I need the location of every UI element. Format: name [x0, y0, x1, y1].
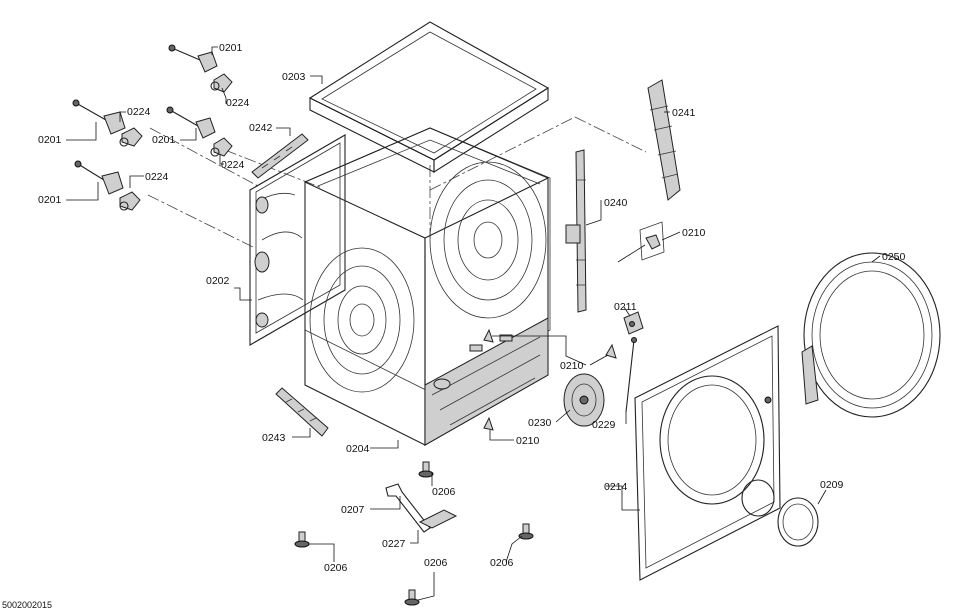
- part-0230-housing[interactable]: [563, 373, 605, 427]
- footer-code: 5002002015: [2, 600, 52, 610]
- label-0243: 0243: [262, 432, 286, 444]
- part-0210-clip-c[interactable]: [483, 328, 494, 343]
- label-0224: 0224: [127, 106, 151, 118]
- label-0224: 0224: [221, 159, 245, 171]
- label-0206: 0206: [490, 557, 514, 569]
- part-0209-cover[interactable]: [777, 497, 819, 547]
- label-0201: 0201: [38, 134, 62, 146]
- label-0206: 0206: [424, 557, 448, 569]
- label-0210: 0210: [560, 360, 584, 372]
- part-0210-clip-d[interactable]: [483, 416, 494, 431]
- part-0204-cabinet[interactable]: [304, 127, 551, 446]
- hinge-group-3[interactable]: [166, 106, 233, 157]
- label-0224: 0224: [145, 171, 169, 183]
- part-0227-plate[interactable]: [418, 509, 458, 529]
- label-0250: 0250: [882, 251, 906, 263]
- label-0229: 0229: [592, 419, 616, 431]
- part-0241-rail[interactable]: [647, 79, 681, 201]
- label-0201: 0201: [219, 42, 243, 54]
- label-0227: 0227: [382, 538, 406, 550]
- label-0214: 0214: [604, 481, 628, 493]
- hinge-group-4[interactable]: [74, 160, 141, 211]
- label-0206: 0206: [324, 562, 348, 574]
- leader-lines: [66, 46, 881, 601]
- label-0204: 0204: [346, 443, 370, 455]
- part-labels: 0201 0224 0203 0224 0201 0201 0224 0242 …: [38, 42, 906, 574]
- part-0202-rear-panel[interactable]: [249, 134, 346, 346]
- label-0224: 0224: [226, 97, 250, 109]
- label-0203: 0203: [282, 71, 306, 83]
- label-0201: 0201: [38, 194, 62, 206]
- part-0243-bracket[interactable]: [275, 387, 329, 437]
- part-0214-front-panel[interactable]: [634, 325, 781, 581]
- part-0207-wrench[interactable]: [385, 483, 431, 533]
- part-0242-bracket[interactable]: [251, 133, 309, 179]
- part-0229-cable[interactable]: [625, 337, 637, 413]
- label-0202: 0202: [206, 275, 230, 287]
- part-0211-lock[interactable]: [623, 311, 644, 335]
- label-0201: 0201: [152, 134, 176, 146]
- part-0203-top-cover[interactable]: [308, 21, 550, 173]
- part-0210-clip-a[interactable]: [617, 221, 665, 263]
- label-0211: 0211: [614, 301, 637, 313]
- label-0230: 0230: [528, 417, 552, 429]
- part-0206-foot-d[interactable]: [404, 589, 420, 606]
- label-0240: 0240: [604, 197, 628, 209]
- hinge-group-1[interactable]: [168, 44, 233, 93]
- label-0210: 0210: [682, 227, 706, 239]
- label-0241: 0241: [672, 107, 696, 119]
- label-0210: 0210: [516, 435, 540, 447]
- label-0242: 0242: [249, 122, 273, 134]
- part-0240-rail[interactable]: [565, 149, 587, 313]
- part-0210-clip-b[interactable]: [605, 343, 617, 359]
- label-0207: 0207: [341, 504, 365, 516]
- part-0206-foot-c[interactable]: [518, 523, 534, 540]
- part-0250-door[interactable]: [801, 252, 941, 418]
- part-0206-foot-a[interactable]: [418, 461, 434, 478]
- label-0209: 0209: [820, 479, 844, 491]
- label-0206: 0206: [432, 486, 456, 498]
- part-0206-foot-b[interactable]: [294, 531, 310, 548]
